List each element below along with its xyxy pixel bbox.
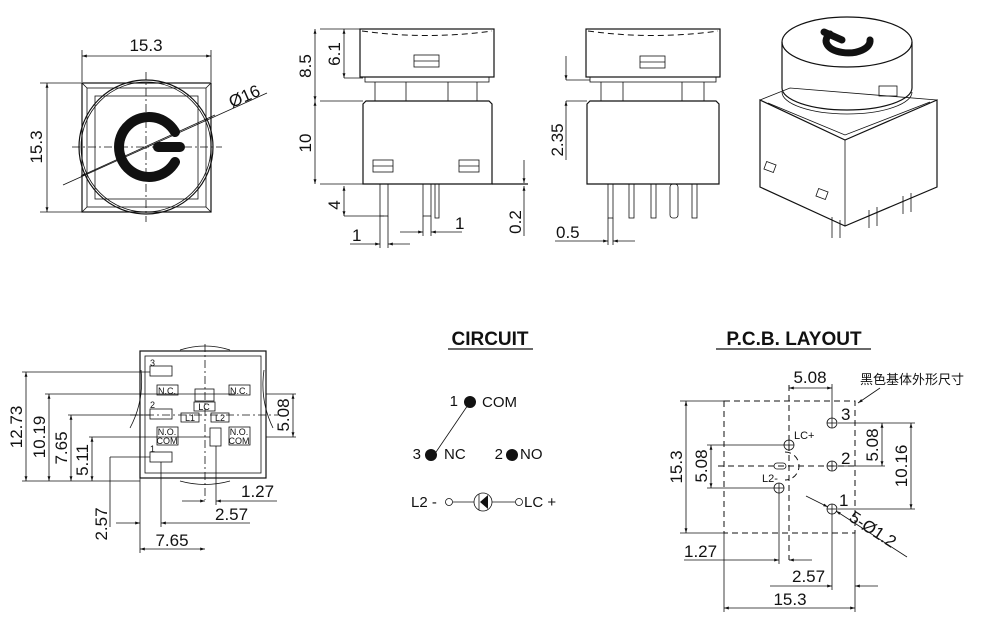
- led-negative-label: L2 -: [411, 494, 437, 511]
- mark-nc-left: N.C.: [158, 386, 176, 396]
- dim-pin-width-2: 1: [455, 214, 464, 233]
- mark-nc-right: N.C.: [230, 386, 248, 396]
- dim-10-19: 10.19: [30, 416, 49, 459]
- dim-5-11: 5.11: [73, 444, 92, 476]
- pcb-l2-minus: L2-: [762, 473, 778, 485]
- pcb-dim-left-5-08: 5.08: [692, 449, 711, 482]
- dim-bottom-7-65: 7.65: [155, 531, 188, 550]
- led-positive-label: LC +: [524, 494, 556, 511]
- pcb-outline-note: 黑色基体外形尺寸: [860, 372, 964, 388]
- top-view: 15.3 15.3 Ø16: [27, 36, 268, 222]
- bottom-pin-1: 1: [150, 444, 155, 454]
- power-icon: [114, 112, 185, 182]
- no-pin-number: 2: [495, 446, 503, 463]
- pcb-pin-3: 3: [841, 405, 850, 424]
- pcb-pin-1: 1: [839, 491, 848, 510]
- dim-standoff: 0.2: [506, 210, 525, 234]
- pcb-dim-left-15-3: 15.3: [667, 450, 686, 483]
- dim-cap-total: 8.5: [296, 54, 315, 78]
- pcb-dim-hole: 5-Ø1.2: [846, 507, 900, 551]
- mark-l1: L1: [185, 413, 195, 423]
- no-label: NO: [520, 446, 543, 463]
- dim-pin-length: 4: [325, 200, 344, 209]
- dim-left-2-57: 2.57: [92, 507, 111, 540]
- pcb-pin-2: 2: [841, 449, 850, 468]
- top-height-label: 15.3: [27, 130, 46, 163]
- mark-lc: LC: [198, 402, 210, 412]
- pcb-dim-bottom-15-3: 15.3: [773, 590, 806, 609]
- pcb-layout: P.C.B. LAYOUT 3 2 1 LC+ L2- 5.08 黑色基体外形尺…: [667, 329, 964, 612]
- mark-no-right: N.O.: [230, 427, 249, 437]
- dim-bottom-2-57: 2.57: [215, 505, 248, 524]
- pcb-dim-10-16: 10.16: [892, 445, 911, 488]
- dim-cap-height: 6.1: [325, 42, 344, 66]
- bottom-view: 3 2 1 N.C. N.C. LC L1 L2 N.O. COM N.O. C…: [7, 344, 296, 553]
- bottom-pin-2: 2: [150, 400, 155, 410]
- dim-12-73: 12.73: [7, 406, 26, 449]
- circuit-title: CIRCUIT: [451, 329, 528, 350]
- dim-body-height: 10: [296, 134, 315, 153]
- front-view: 8.5 6.1 10 4 1 1 0.2: [296, 28, 528, 248]
- top-width-label: 15.3: [129, 36, 162, 55]
- dim-pin-thickness: 0.5: [556, 223, 580, 242]
- power-icon-3d: [820, 28, 874, 57]
- bottom-pin-3: 3: [150, 358, 155, 368]
- dim-right-5-08: 5.08: [274, 398, 293, 431]
- pcb-dim-2-57: 2.57: [792, 567, 825, 586]
- pcb-dim-1-27: 1.27: [684, 542, 717, 561]
- nc-label: NC: [444, 446, 466, 463]
- side-view: 2.35 0.5: [548, 28, 721, 245]
- dim-gap: 2.35: [548, 123, 567, 156]
- dim-1-27: 1.27: [241, 482, 274, 501]
- com-label: COM: [482, 394, 517, 411]
- mark-com-left: COM: [157, 436, 178, 446]
- dim-pin-width: 1: [352, 226, 361, 245]
- pcb-title: P.C.B. LAYOUT: [726, 329, 862, 350]
- isometric-view: [759, 16, 938, 238]
- pcb-dim-top-5-08: 5.08: [793, 368, 826, 387]
- pcb-lc-plus: LC+: [794, 430, 815, 442]
- mark-l2: L2: [215, 413, 225, 423]
- pcb-dim-right-5-08: 5.08: [863, 428, 882, 461]
- circuit-diagram: CIRCUIT 1 COM 3 NC 2 NO L2 - LC +: [411, 329, 556, 512]
- dim-7-65: 7.65: [52, 431, 71, 464]
- diameter-label: Ø16: [226, 81, 263, 111]
- nc-pin-number: 3: [413, 446, 421, 463]
- com-pin-number: 1: [450, 393, 458, 410]
- mark-com-right: COM: [229, 436, 250, 446]
- mark-no-left: N.O.: [158, 427, 177, 437]
